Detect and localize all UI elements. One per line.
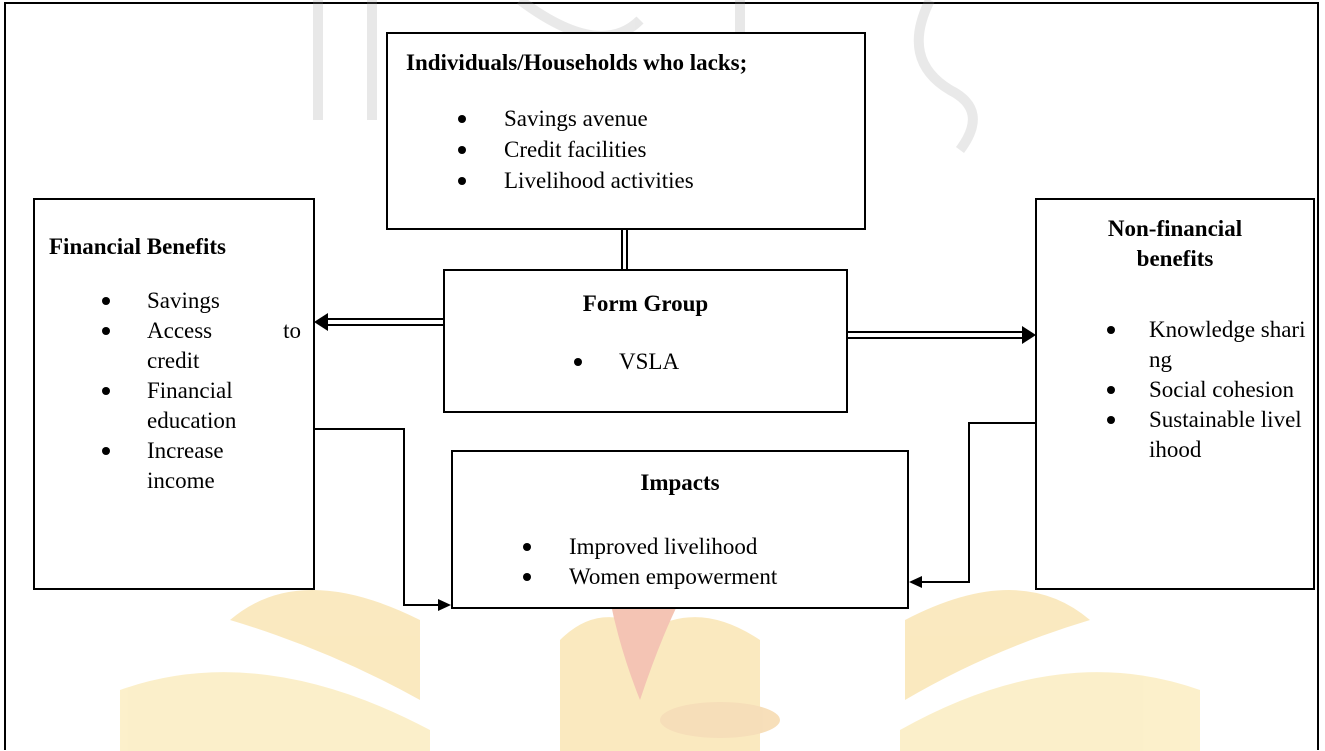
list-item: Knowledge sharing: [1037, 315, 1307, 375]
item-line: income: [147, 468, 215, 493]
box-title: Individuals/Households who lacks;: [406, 50, 748, 75]
item-word: to: [283, 318, 301, 343]
box-non-financial-benefits: Non-financial benefits Knowledge sharing…: [1035, 198, 1315, 590]
box-title: Financial Benefits: [49, 234, 226, 259]
bullet-list: Improved livelihood Women empowerment: [453, 532, 777, 592]
item-word: Access: [147, 318, 213, 343]
item-line: education: [147, 408, 237, 433]
list-item: Access to credit: [35, 316, 311, 376]
list-item: Livelihood activities: [388, 166, 694, 196]
item-line: Financial: [147, 378, 233, 403]
box-title: Non-financial benefits: [1037, 214, 1313, 274]
box-form-group: Form Group VSLA: [443, 269, 848, 413]
list-item: Credit facilities: [388, 135, 694, 165]
diagram-frame: [4, 2, 1319, 750]
title-line: Non-financial: [1107, 216, 1243, 241]
title-line: benefits: [1136, 246, 1214, 271]
box-impacts: Impacts Improved livelihood Women empowe…: [451, 450, 909, 609]
list-item: VSLA: [445, 347, 679, 377]
bullet-list: Savings Access to credit Financial educa…: [35, 286, 311, 496]
bullet-list: Knowledge sharing Social cohesion Sustai…: [1037, 315, 1307, 465]
item-line: Increase: [147, 438, 224, 463]
box-individuals-households: Individuals/Households who lacks; Saving…: [386, 32, 866, 230]
box-title: Impacts: [640, 470, 720, 495]
list-item: Savings avenue: [388, 104, 694, 134]
item-word: credit: [147, 348, 200, 373]
box-financial-benefits: Financial Benefits Savings Access to cre…: [33, 198, 315, 590]
list-item: Savings: [35, 286, 311, 316]
list-item: Increase income: [35, 436, 311, 496]
list-item: Social cohesion: [1037, 375, 1307, 405]
list-item: Sustainable livelihood: [1037, 405, 1307, 465]
box-title: Form Group: [582, 291, 709, 316]
list-item: Improved livelihood: [453, 532, 777, 562]
bullet-list: Savings avenue Credit facilities Livelih…: [388, 104, 694, 197]
list-item: Women empowerment: [453, 562, 777, 592]
list-item: Financial education: [35, 376, 311, 436]
bullet-list: VSLA: [445, 347, 679, 377]
